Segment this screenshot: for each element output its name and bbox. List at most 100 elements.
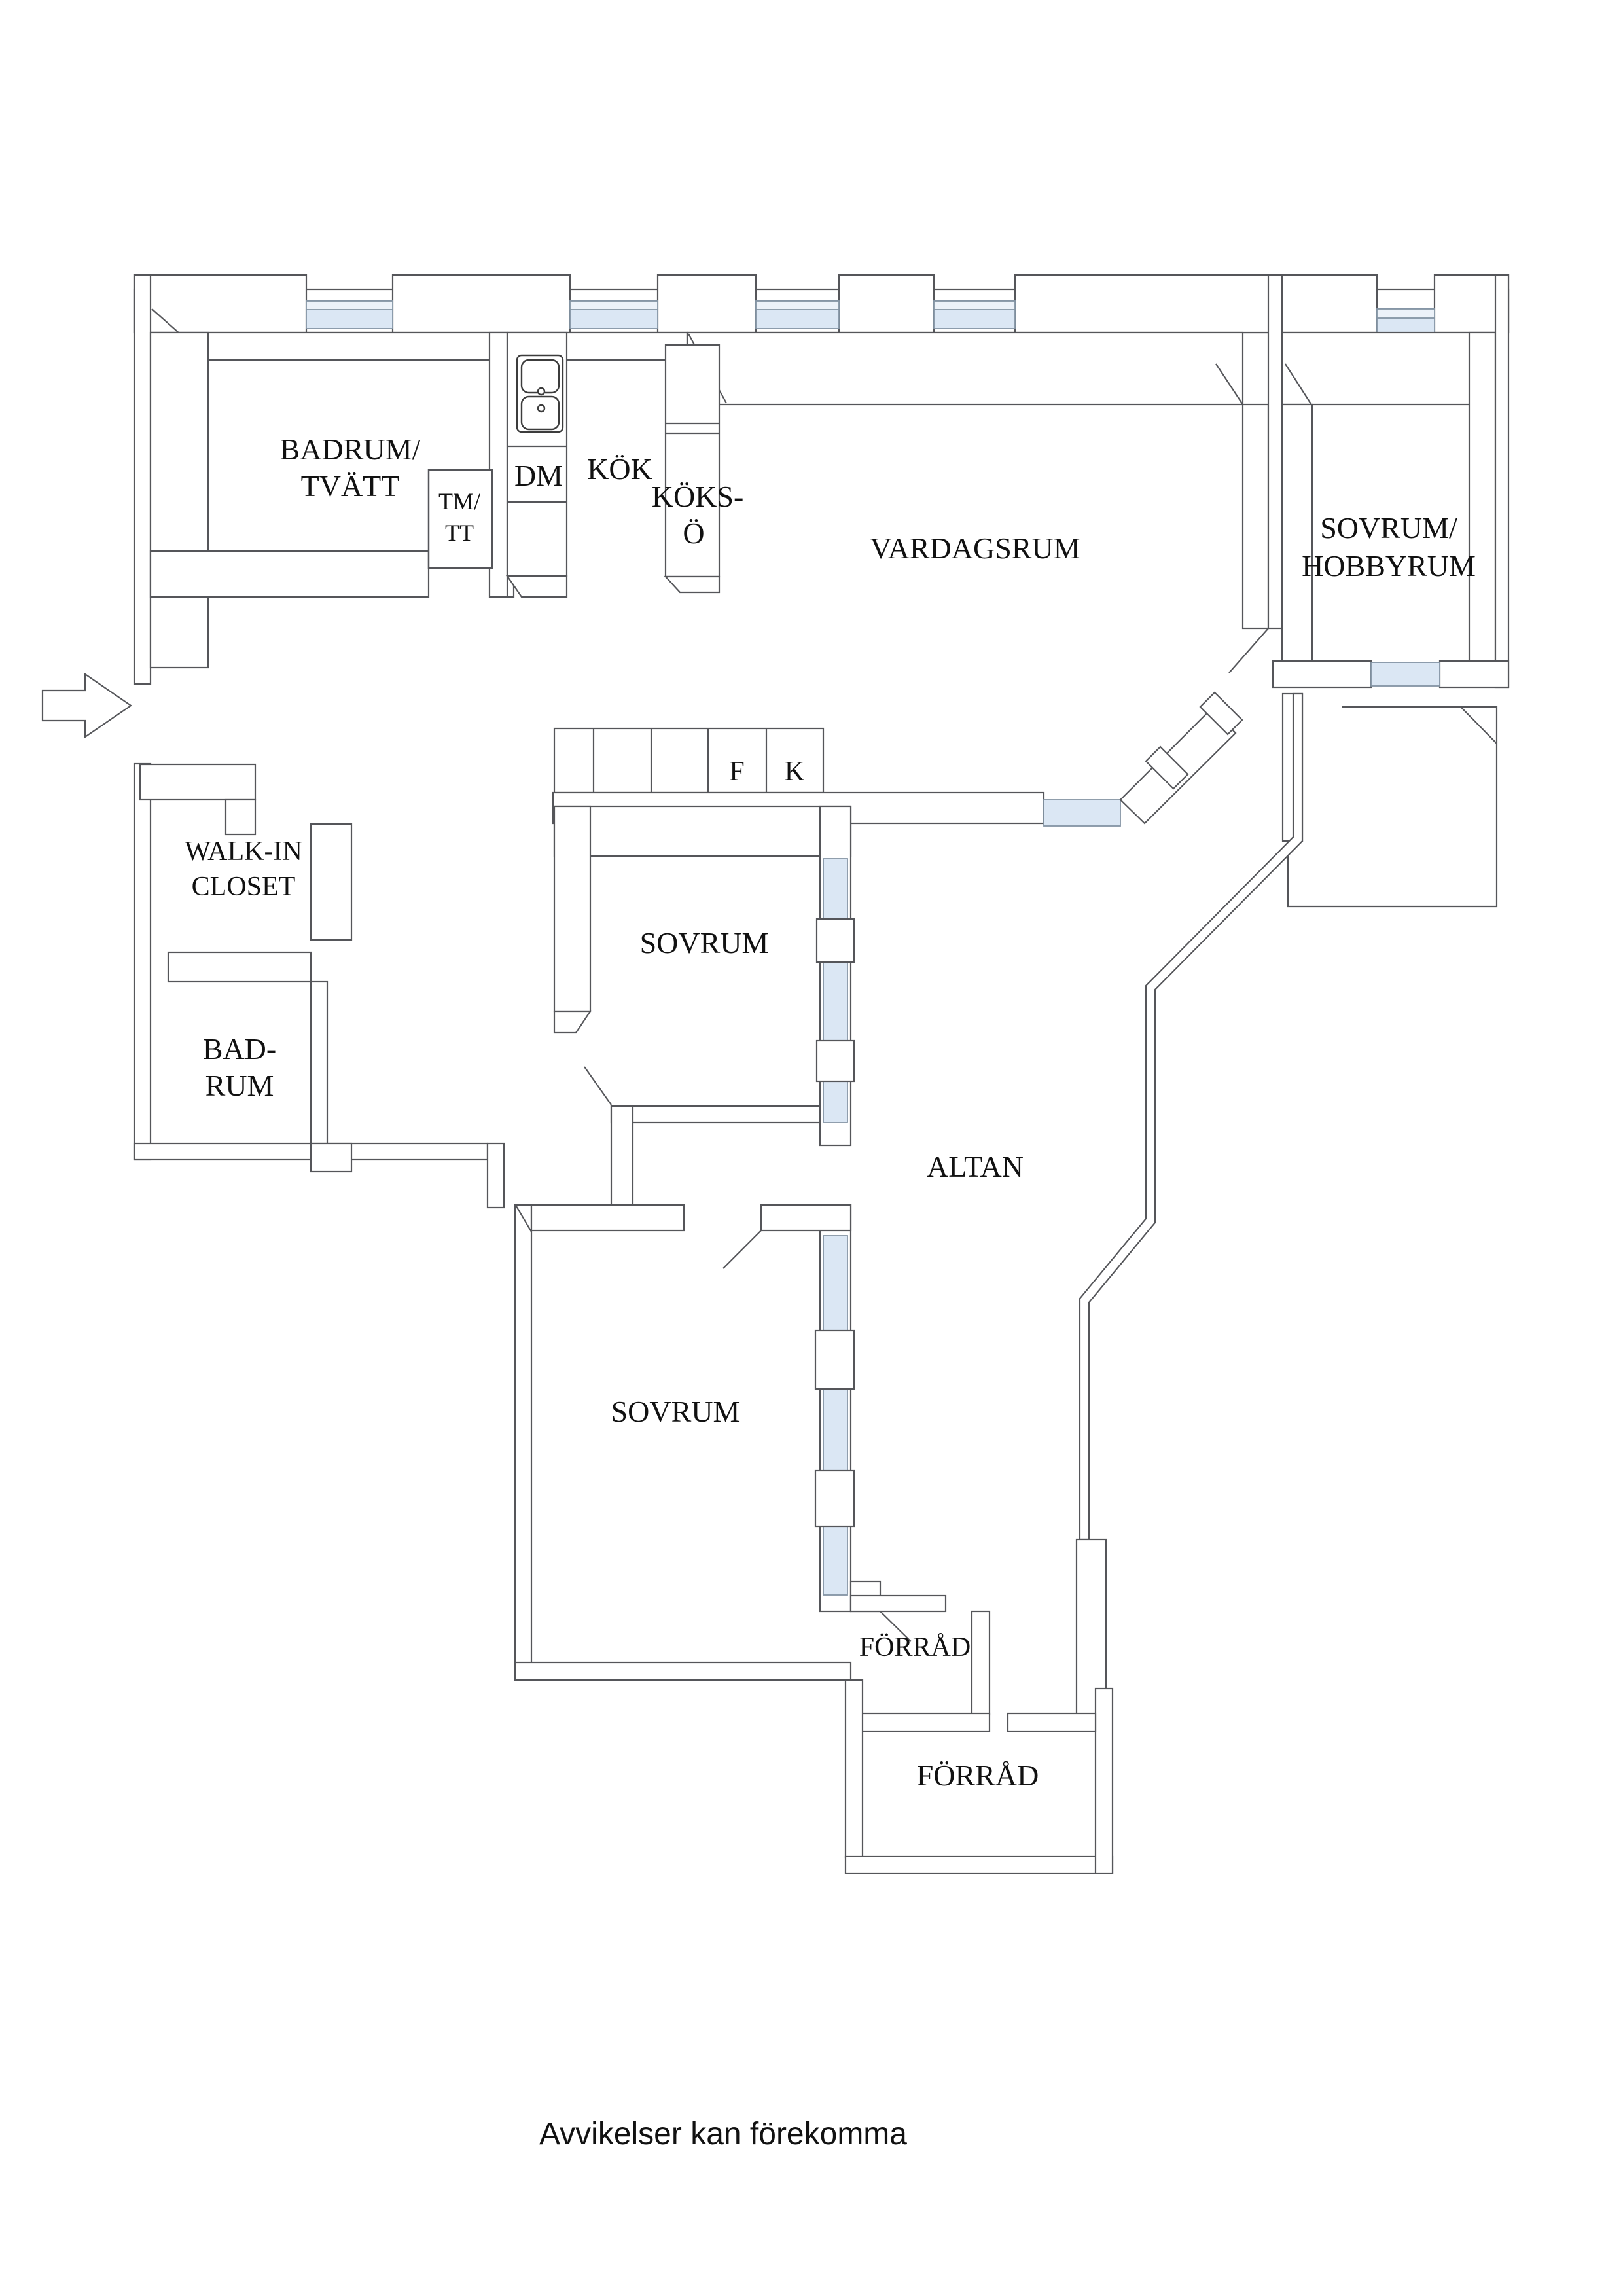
sink-drain — [537, 387, 546, 396]
step-block — [1199, 691, 1243, 736]
wall — [139, 763, 257, 801]
wall — [1272, 660, 1372, 689]
sink-drain — [537, 404, 546, 413]
label-freezer: K — [785, 757, 804, 787]
exterior-wall — [844, 1855, 1114, 1874]
wall — [530, 1204, 685, 1232]
wall — [133, 274, 308, 334]
terrace-outline — [1287, 706, 1498, 908]
exterior-wall — [133, 762, 152, 1161]
wall — [167, 951, 312, 983]
wall — [310, 1142, 353, 1173]
wall — [686, 331, 1244, 406]
wall — [971, 1610, 991, 1716]
cabinet-row — [553, 727, 825, 794]
window-top-face — [1376, 308, 1435, 319]
exterior-wall — [514, 1661, 852, 1681]
window-top-face — [569, 300, 658, 310]
wall — [1241, 403, 1270, 630]
exterior-wall — [486, 1142, 505, 1209]
terrace-bevel — [1460, 706, 1497, 744]
wall — [149, 550, 430, 598]
room-label-forrad-upper: FÖRRÅD — [859, 1632, 971, 1662]
door-leaf — [722, 1230, 762, 1269]
window — [823, 1388, 848, 1471]
room-label-vardagsrum: VARDAGSRUM — [870, 531, 1080, 565]
room-label-kok: KÖK — [587, 452, 652, 486]
room-label-forrad-lower: FÖRRÅD — [917, 1759, 1039, 1792]
room-label-walk-in-closet-2: CLOSET — [192, 872, 296, 902]
wall — [553, 805, 592, 1013]
wall — [814, 1469, 855, 1528]
island-end — [664, 575, 721, 594]
room-label-koks-o-2: Ö — [683, 516, 704, 550]
room-label-sovrum-mid: SOVRUM — [640, 926, 769, 960]
window — [823, 1081, 848, 1123]
step-block — [1145, 745, 1189, 790]
counter-end — [505, 575, 568, 598]
label-dm: DM — [514, 459, 563, 492]
door-leaf — [1228, 628, 1269, 673]
appliance-tm-tt-box — [427, 469, 493, 569]
corner-bevel — [1285, 363, 1313, 406]
window — [823, 858, 848, 920]
wall — [553, 805, 852, 857]
room-label-walk-in-closet-1: WALK-IN — [185, 836, 302, 867]
room-label-badrum-tvatt-2: TVÄTT — [301, 469, 400, 503]
room-label-sovrum-hobbyrum-2: HOBBYRUM — [1302, 549, 1476, 583]
room-label-badrum-tvatt-1: BADRUM/ — [280, 433, 421, 466]
sink-basin — [520, 395, 560, 431]
label-tt: TT — [445, 520, 474, 546]
exterior-wall — [1094, 1687, 1114, 1874]
window-top-face — [933, 300, 1016, 310]
wall — [610, 1105, 821, 1124]
wall — [1468, 331, 1497, 662]
wall — [849, 1594, 947, 1613]
wall — [224, 798, 257, 836]
disclaimer-text: Avvikelser kan förekomma — [539, 2117, 907, 2151]
window — [823, 961, 848, 1041]
corner-bevel — [516, 1206, 532, 1232]
wall — [760, 1204, 852, 1232]
window-top-face — [755, 300, 840, 310]
window — [1043, 799, 1121, 827]
window — [823, 1235, 848, 1331]
wall — [1438, 660, 1510, 689]
wall — [656, 274, 757, 334]
window — [823, 1526, 848, 1596]
wall — [1007, 1712, 1097, 1732]
wall — [838, 274, 935, 334]
wall — [1281, 403, 1313, 662]
exterior-wall — [844, 1679, 864, 1859]
room-label-badrum-1: BAD- — [203, 1032, 276, 1066]
exterior-wall — [133, 274, 152, 685]
room-label-sovrum-hobbyrum-1: SOVRUM/ — [1320, 511, 1457, 545]
label-tm: TM/ — [438, 488, 480, 514]
wall — [310, 980, 329, 1145]
wall-end — [553, 1010, 592, 1034]
wall — [310, 823, 353, 941]
room-label-badrum-2: RUM — [205, 1069, 274, 1102]
room-label-sovrum-bottom: SOVRUM — [611, 1395, 740, 1428]
wall — [149, 331, 209, 669]
exterior-wall — [514, 1204, 533, 1681]
wall — [849, 1712, 991, 1732]
wall — [149, 331, 688, 361]
entry-arrow-icon — [41, 672, 132, 739]
window — [1370, 662, 1440, 687]
wall — [814, 1329, 855, 1390]
wall — [610, 1105, 634, 1206]
door-leaf — [584, 1066, 612, 1105]
wall — [815, 918, 855, 963]
room-label-koks-o-1: KÖKS- — [652, 480, 744, 513]
wall — [815, 1039, 855, 1083]
corner-bevel — [1215, 363, 1243, 405]
exterior-wall — [1494, 274, 1510, 689]
label-fridge: F — [729, 757, 744, 787]
window-top-face — [306, 300, 393, 310]
wall — [1281, 331, 1497, 406]
room-label-altan: ALTAN — [927, 1150, 1024, 1183]
wall — [391, 274, 571, 334]
wall — [1014, 274, 1378, 334]
